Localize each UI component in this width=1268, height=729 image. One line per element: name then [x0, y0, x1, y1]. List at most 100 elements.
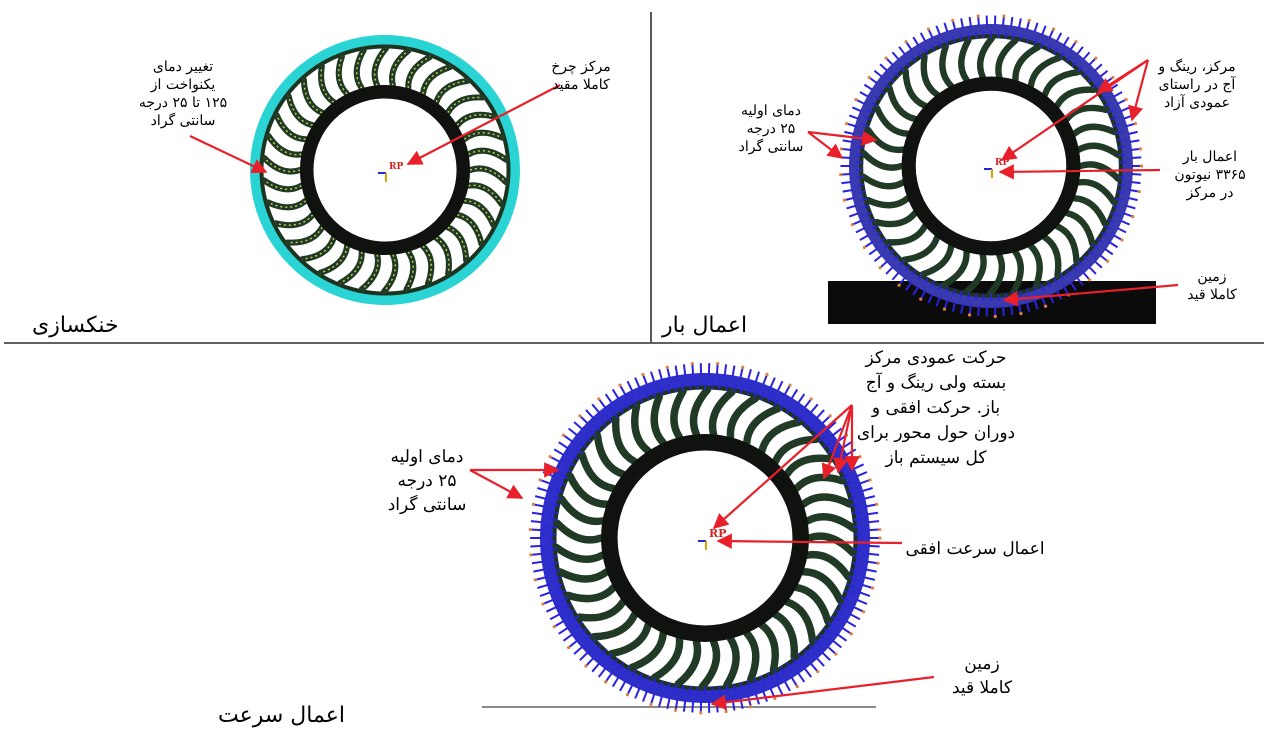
- bc-marker-inner: [575, 448, 584, 455]
- spoke: [885, 223, 929, 246]
- bc-marker: [534, 576, 547, 581]
- bc-marker: [545, 605, 558, 613]
- bc-marker-inner: [893, 254, 900, 261]
- bc-marker-inner: [899, 66, 906, 73]
- spoke: [467, 165, 509, 186]
- speed-temperature-label: دمای اولیه ۲۵ درجه سانتی گراد: [387, 447, 467, 515]
- bc-marker-inner: [551, 503, 561, 507]
- spoke-nodes: [391, 50, 409, 86]
- bc-marker-inner: [840, 474, 850, 480]
- bc-marker: [859, 91, 870, 98]
- cooling-temperature-label: تغییر دمای یکنواخت از ۱۲۵ تا ۲۵ درجه سان…: [138, 59, 228, 129]
- bc-marker: [863, 495, 876, 500]
- spoke: [886, 85, 919, 123]
- spoke: [557, 495, 607, 526]
- bc-marker-dot: [951, 18, 955, 23]
- bc-marker-inner: [846, 488, 855, 493]
- spoke-nodes: [468, 150, 507, 161]
- bc-marker: [549, 455, 561, 463]
- bc-marker: [568, 427, 579, 437]
- bc-marker-inner: [550, 510, 559, 514]
- spoke-nodes: [320, 66, 335, 103]
- bc-marker-dot: [699, 711, 703, 715]
- bc-marker: [1002, 15, 1005, 27]
- bc-marker-inner: [944, 38, 949, 46]
- spoke: [1075, 142, 1122, 159]
- speed-bc-label: حرکت عمودی مرکز بسته ولی رینگ و آج باز. …: [856, 348, 1016, 468]
- arrow-cooling-center: [406, 84, 561, 165]
- bc-marker-inner: [808, 643, 816, 651]
- bc-marker-inner: [818, 633, 826, 640]
- bc-marker: [842, 139, 853, 144]
- spoke: [1077, 161, 1122, 182]
- bc-marker-inner: [606, 415, 613, 423]
- spoke-nodes: [361, 254, 379, 290]
- bc-marker-inner: [888, 77, 895, 83]
- bc-marker-dot: [834, 652, 838, 656]
- bc-marker-inner: [853, 548, 862, 551]
- bc-marker: [691, 363, 695, 376]
- wheel-load: RP: [839, 14, 1144, 319]
- bc-marker: [611, 388, 620, 400]
- bc-marker-dot: [1124, 97, 1128, 102]
- bc-marker: [960, 303, 965, 314]
- bc-marker-dot: [884, 56, 888, 60]
- bc-marker-inner: [846, 583, 855, 588]
- bc-marker: [545, 463, 558, 471]
- bc-marker-dot: [942, 307, 947, 311]
- bc-marker-inner: [560, 596, 570, 602]
- bc-marker-inner: [1065, 268, 1071, 276]
- bc-marker-inner: [739, 682, 744, 691]
- bc-marker-inner: [689, 685, 692, 695]
- bc-marker: [866, 511, 879, 516]
- bc-marker-inner: [1071, 61, 1077, 68]
- bc-marker-dot: [876, 561, 880, 565]
- bc-marker-inner: [553, 576, 562, 580]
- bc-marker-inner: [681, 382, 685, 392]
- bc-marker-inner: [1046, 44, 1052, 52]
- spoke: [371, 45, 389, 89]
- bc-marker-dot: [897, 283, 901, 287]
- bc-marker: [845, 448, 857, 457]
- bc-marker-inner: [624, 402, 631, 411]
- bc-marker-inner: [549, 518, 558, 521]
- bc-marker: [1112, 234, 1123, 241]
- bc-marker-inner: [638, 395, 644, 404]
- bc-marker: [846, 204, 857, 210]
- bc-marker: [867, 552, 880, 556]
- bc-marker: [848, 212, 859, 218]
- bc-marker-inner: [843, 589, 852, 595]
- bc-marker-dot: [584, 664, 588, 668]
- bc-marker-dot: [1111, 75, 1115, 80]
- bc-marker-inner: [1100, 95, 1107, 101]
- bc-marker: [666, 697, 671, 709]
- spoke: [743, 629, 760, 683]
- spoke-nodes: [435, 237, 450, 274]
- bc-marker: [1129, 139, 1140, 144]
- bc-marker: [533, 568, 545, 573]
- bc-marker-inner: [1053, 276, 1058, 284]
- bc-marker-dot: [862, 610, 866, 614]
- bc-marker-inner: [849, 503, 859, 507]
- spoke: [919, 242, 955, 278]
- spoke: [995, 37, 1019, 81]
- spoke: [284, 224, 326, 246]
- bc-marker-inner: [1082, 71, 1089, 78]
- spoke: [900, 234, 941, 263]
- spoke: [799, 493, 854, 508]
- bc-marker-inner: [791, 657, 798, 666]
- bc-marker-dot: [1105, 259, 1110, 263]
- spoke-nodes: [320, 246, 348, 274]
- bc-marker-inner: [773, 398, 779, 407]
- spoke-nodes: [463, 132, 503, 140]
- bc-marker: [739, 697, 744, 709]
- spoke: [758, 418, 802, 455]
- spoke: [689, 385, 712, 439]
- bc-marker-inner: [631, 669, 637, 678]
- bc-marker-inner: [594, 643, 602, 651]
- load-force-label: اعمال بار ۳۳۶۵ نیوتون در مرکز: [1174, 149, 1246, 201]
- bc-marker: [1127, 196, 1138, 202]
- bc-marker: [1088, 266, 1097, 275]
- spoke-nodes: [263, 179, 302, 190]
